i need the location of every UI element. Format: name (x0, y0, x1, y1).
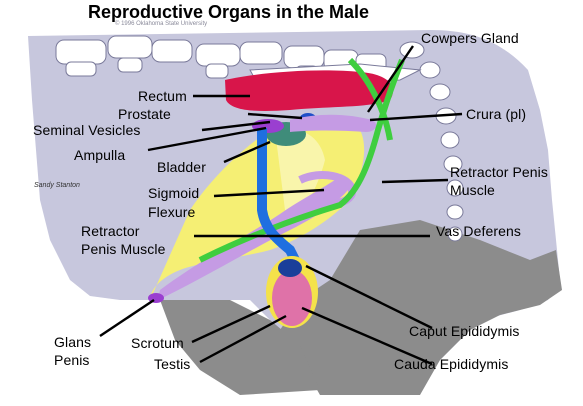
tail (399, 41, 464, 242)
label-cauda-epididymis: Cauda Epididymis (394, 356, 509, 372)
label-sigmoid-2: Flexure (148, 204, 196, 220)
leader-lines (99, 45, 463, 366)
label-retractor-penis-right-1: Retractor Penis (450, 164, 548, 180)
label-caput-epididymis: Caput Epididymis (409, 323, 520, 339)
label-scrotum: Scrotum (131, 335, 184, 351)
label-sigmoid-1: Sigmoid (148, 185, 200, 201)
copyright-text: © 1996 Oklahoma State University (115, 21, 208, 27)
label-rectum: Rectum (138, 88, 187, 104)
label-ampulla: Ampulla (74, 147, 126, 163)
label-seminal-vesicles: Seminal Vesicles (33, 122, 141, 138)
rectum (225, 70, 393, 111)
label-glans-2: Penis (54, 352, 90, 368)
hind-region (280, 220, 562, 395)
retractor-muscle-2 (347, 57, 393, 141)
label-glans-1: Glans (54, 334, 92, 350)
label-cowpers-gland: Cowpers Gland (421, 30, 519, 46)
label-vas-deferens: Vas Deferens (436, 223, 521, 239)
label-retractor-penis-left-2: Penis Muscle (81, 241, 166, 257)
label-crura: Crura (pl) (466, 106, 527, 122)
caput-epididymis (278, 259, 302, 277)
label-bladder: Bladder (157, 159, 206, 175)
yellow-inner (275, 128, 325, 215)
label-prostate: Prostate (118, 106, 171, 122)
label-testis: Testis (154, 356, 191, 372)
label-retractor-penis-left-1: Retractor (81, 223, 140, 239)
urethra (257, 128, 301, 265)
diagram-title: Reproductive Organs in the Male (88, 2, 370, 22)
penis-upper (290, 114, 377, 132)
illustrator-signature: Sandy Stanton (34, 182, 80, 189)
belly-region (160, 300, 320, 395)
testis (272, 270, 312, 326)
label-retractor-penis-right-2: Muscle (450, 182, 495, 198)
